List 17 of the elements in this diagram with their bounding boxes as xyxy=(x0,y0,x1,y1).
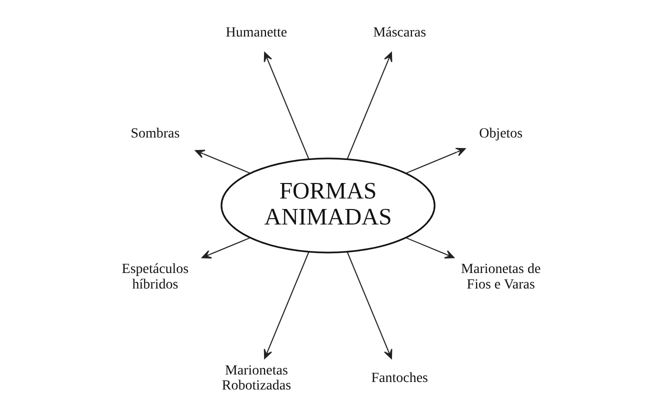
node-text: Sombras xyxy=(130,126,180,142)
arrow xyxy=(406,147,466,174)
node-text: Humanette xyxy=(226,24,288,40)
arrow xyxy=(264,252,310,359)
arrow xyxy=(346,51,392,158)
node-ellipse: FORMAS ANIMADAS xyxy=(220,157,436,253)
arrow xyxy=(346,252,392,359)
node-text: Máscaras xyxy=(373,24,426,40)
arrow xyxy=(406,236,454,258)
arrow xyxy=(264,51,310,158)
node-text: Marionetas Robotizadas xyxy=(222,362,292,394)
node-text: Objetos xyxy=(479,126,523,142)
node-text: Marionetas de Fios e Varas xyxy=(461,262,541,292)
arrow xyxy=(202,236,250,258)
node-text: Fantoches xyxy=(371,370,428,386)
node-text: Espetáculos híbridos xyxy=(122,262,189,292)
arrow xyxy=(194,149,250,174)
